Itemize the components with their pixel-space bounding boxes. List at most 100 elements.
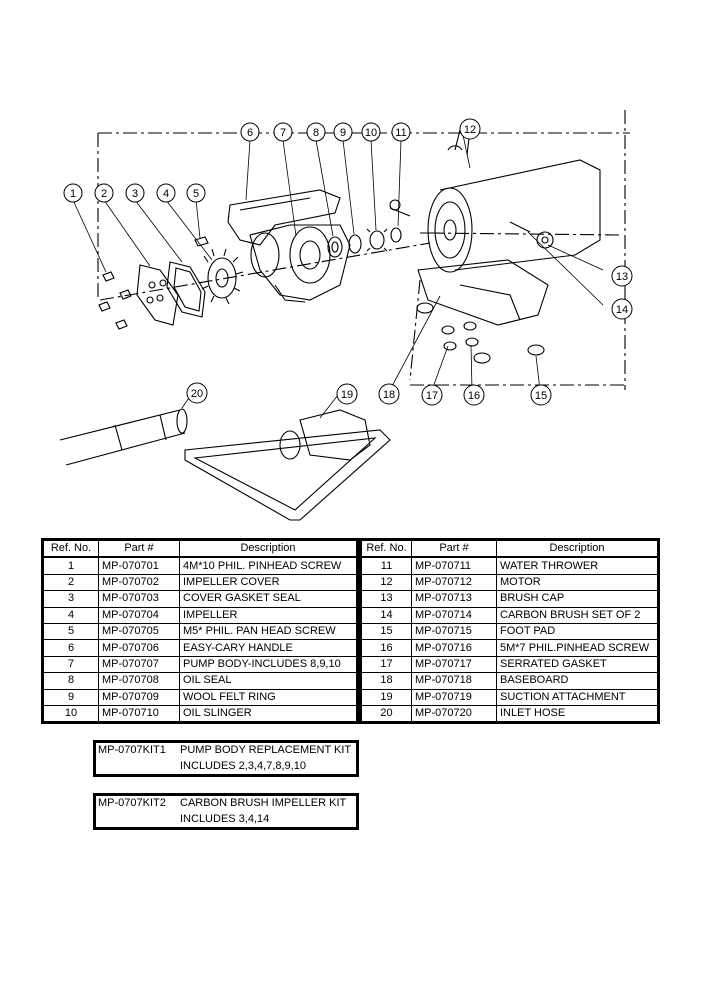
part-number-cell: MP-070702 <box>98 573 180 592</box>
callout-8 <box>306 122 326 142</box>
description-cell: WATER THROWER <box>496 556 660 575</box>
description-cell: OIL SEAL <box>179 672 359 690</box>
part-number-cell: MP-070707 <box>98 655 180 674</box>
callout-label: 7 <box>280 127 286 139</box>
kit-includes: INCLUDES 3,4,14 <box>180 813 270 825</box>
ref-cell: 18 <box>359 672 412 690</box>
part-number-cell: MP-070704 <box>98 606 180 624</box>
callout-label: 6 <box>247 127 253 139</box>
callout-label: 16 <box>468 390 480 402</box>
callout-14 <box>611 298 633 320</box>
callout-9 <box>333 122 353 142</box>
callout-label: 18 <box>383 389 395 401</box>
callout-7 <box>273 122 293 142</box>
description-cell: WOOL FELT RING <box>179 688 359 706</box>
callout-label: 8 <box>313 127 319 139</box>
callout-15 <box>530 384 552 406</box>
ref-cell: 6 <box>41 639 99 657</box>
part-number-cell: MP-070713 <box>411 590 497 608</box>
callout-label: 3 <box>132 188 138 200</box>
description-cell: 5M*7 PHIL.PINHEAD SCREW <box>496 639 660 657</box>
callout-16 <box>463 384 485 406</box>
callout-label: 12 <box>464 124 476 136</box>
callout-11 <box>391 122 411 142</box>
table-header-row: Ref. No. Part # Description <box>359 538 660 559</box>
ref-cell: 9 <box>41 688 99 706</box>
callout-label: 1 <box>70 188 76 200</box>
part-number-cell: MP-070719 <box>411 688 497 706</box>
description-cell: INLET HOSE <box>496 704 660 725</box>
callout-10 <box>361 122 381 142</box>
ref-cell: 10 <box>41 704 99 725</box>
description-cell: COVER GASKET SEAL <box>179 590 359 608</box>
ref-cell: 8 <box>41 672 99 690</box>
callout-20 <box>186 382 208 404</box>
description-cell: FOOT PAD <box>496 622 660 641</box>
callout-5 <box>186 183 206 203</box>
ref-cell: 19 <box>359 688 412 706</box>
ref-cell: 20 <box>359 704 412 725</box>
header-part: Part # <box>411 538 497 559</box>
part-number-cell: MP-070712 <box>411 573 497 592</box>
description-cell: 4M*10 PHIL. PINHEAD SCREW <box>179 556 359 575</box>
part-number-cell: MP-070708 <box>98 672 180 690</box>
ref-cell: 11 <box>359 556 412 575</box>
part-number-cell: MP-070705 <box>98 622 180 641</box>
part-number-cell: MP-070720 <box>411 704 497 725</box>
callout-label: 13 <box>616 271 628 283</box>
callout-label: 19 <box>341 389 353 401</box>
part-number-cell: MP-070715 <box>411 622 497 641</box>
callout-17 <box>421 384 443 406</box>
description-cell: MOTOR <box>496 573 660 592</box>
callout-label: 5 <box>193 188 199 200</box>
callout-2 <box>94 183 114 203</box>
header-part: Part # <box>98 538 180 559</box>
ref-cell: 14 <box>359 606 412 624</box>
callout-19 <box>336 383 358 405</box>
table-header-row: Ref. No. Part # Description <box>41 538 359 559</box>
ref-cell: 2 <box>41 573 99 592</box>
header-description: Description <box>179 538 359 559</box>
ref-cell: 15 <box>359 622 412 641</box>
part-number-cell: MP-070716 <box>411 639 497 657</box>
description-cell: PUMP BODY-INCLUDES 8,9,10 <box>179 655 359 674</box>
part-number-cell: MP-070718 <box>411 672 497 690</box>
kit-title: CARBON BRUSH IMPELLER KIT <box>180 797 347 809</box>
callout-label: 11 <box>395 127 406 139</box>
callout-label: 10 <box>365 127 377 139</box>
ref-cell: 13 <box>359 590 412 608</box>
kit-box-1: MP-0707KIT1 PUMP BODY REPLACEMENT KIT IN… <box>93 740 359 777</box>
description-cell: IMPELLER COVER <box>179 573 359 592</box>
ref-cell: 7 <box>41 655 99 674</box>
description-cell: IMPELLER <box>179 606 359 624</box>
description-cell: SERRATED GASKET <box>496 655 660 674</box>
ref-cell: 4 <box>41 606 99 624</box>
exploded-parts-diagram: 1 2 3 4 5 6 7 8 9 10 11 12 13 14 15 16 1… <box>59 110 633 521</box>
description-cell: OIL SLINGER <box>179 704 359 725</box>
ref-cell: 5 <box>41 622 99 641</box>
part-number-cell: MP-070711 <box>411 556 497 575</box>
callout-12 <box>459 118 481 140</box>
callout-label: 20 <box>191 388 203 400</box>
part-number-cell: MP-070710 <box>98 704 180 725</box>
description-cell: SUCTION ATTACHMENT <box>496 688 660 706</box>
callout-6 <box>240 122 260 142</box>
description-cell: CARBON BRUSH SET OF 2 <box>496 606 660 624</box>
description-cell: BASEBOARD <box>496 672 660 690</box>
part-number-cell: MP-070717 <box>411 655 497 674</box>
